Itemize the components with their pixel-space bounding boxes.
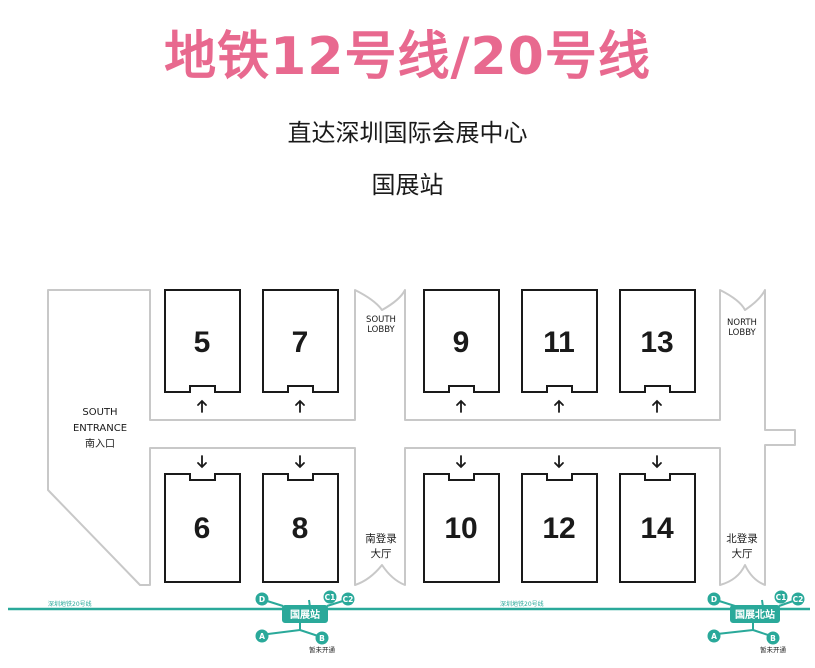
hall-7[interactable]: 7 [262, 289, 339, 393]
station-guozhan[interactable] [255, 590, 355, 645]
exit-label: A [711, 632, 717, 641]
south-entrance-area [47, 289, 796, 586]
arrow-up-icon [456, 399, 466, 413]
exit-label: B [319, 634, 325, 643]
hall-5[interactable]: 5 [164, 289, 241, 393]
exit-a-icon [707, 629, 721, 643]
arrow-down-icon [554, 455, 564, 469]
metro-line: 深圳地铁20号线 深圳地铁20号线 [8, 600, 810, 611]
exit-a-icon [255, 629, 269, 643]
exit-label: D [711, 595, 717, 604]
arrow-down-icon [456, 455, 466, 469]
exit-b-icon [315, 631, 329, 645]
hall-number: 10 [444, 512, 477, 545]
hall-12[interactable]: 12 [521, 473, 598, 583]
south-registration-label-2: 大厅 [371, 547, 392, 560]
hall-9[interactable]: 9 [423, 289, 500, 393]
entry-arrows [197, 399, 662, 469]
arrow-down-icon [197, 455, 207, 469]
south-lobby-label-1: SOUTH [366, 315, 396, 325]
exit-label: C1 [325, 593, 336, 602]
metro-line-label-left: 深圳地铁20号线 [48, 600, 92, 608]
south-registration-label-1: 南登录 [365, 532, 397, 545]
south-entrance-label-3: 南入口 [85, 437, 115, 450]
arrow-up-icon [554, 399, 564, 413]
north-registration-label-2: 大厅 [732, 547, 753, 560]
hall-6[interactable]: 6 [164, 473, 241, 583]
exit-label: C2 [793, 595, 804, 604]
exit-c2-icon [791, 592, 805, 606]
hall-11[interactable]: 11 [521, 289, 598, 393]
hall-10[interactable]: 10 [423, 473, 500, 583]
south-entrance-label-2: ENTRANCE [73, 423, 127, 434]
south-entrance-label-1: SOUTH [82, 407, 117, 418]
station-name: 国展站 [290, 608, 320, 621]
hall-number: 9 [453, 326, 470, 359]
station-note: 暂未开通 [309, 645, 336, 654]
hall-number: 7 [292, 326, 309, 359]
north-registration-label-1: 北登录 [726, 532, 758, 545]
hall-number: 8 [292, 512, 309, 545]
exit-label: A [259, 632, 265, 641]
hall-number: 13 [640, 326, 673, 359]
exit-d-icon [707, 592, 721, 606]
arrow-up-icon [295, 399, 305, 413]
hall-row-south: 6 8 10 12 14 [164, 473, 696, 583]
subtitle-station: 国展站 [371, 171, 444, 199]
hall-number: 12 [542, 512, 575, 545]
exit-c2-icon [341, 592, 355, 606]
exit-label: D [259, 595, 265, 604]
hall-number: 11 [543, 326, 575, 359]
hall-row-north: 5 7 9 11 13 [164, 289, 696, 393]
north-lobby-label-1: NORTH [727, 318, 757, 328]
exit-c1-icon [774, 590, 788, 604]
north-lobby-label-2: LOBBY [728, 328, 756, 338]
hall-14[interactable]: 14 [619, 473, 696, 583]
station-note: 暂未开通 [760, 645, 787, 654]
arrow-up-icon [652, 399, 662, 413]
hall-number: 6 [194, 512, 211, 545]
arrow-down-icon [652, 455, 662, 469]
arrow-up-icon [197, 399, 207, 413]
hall-13[interactable]: 13 [619, 289, 696, 393]
hall-number: 14 [640, 512, 674, 545]
exit-d-icon [255, 592, 269, 606]
arrow-down-icon [295, 455, 305, 469]
station-name: 国展北站 [735, 608, 775, 621]
metro-line-label-middle: 深圳地铁20号线 [500, 600, 544, 608]
hall-8[interactable]: 8 [262, 473, 339, 583]
hall-number: 5 [194, 326, 211, 359]
corridor-outline [47, 289, 796, 586]
exit-b-icon [766, 631, 780, 645]
exit-label: C2 [343, 595, 354, 604]
exit-label: C1 [776, 593, 787, 602]
south-lobby-label-2: LOBBY [367, 325, 395, 335]
exit-label: B [770, 634, 776, 643]
page-title: 地铁12号线/20号线 [164, 27, 651, 87]
station-guozhan-north[interactable] [707, 590, 805, 645]
exit-c1-icon [323, 590, 337, 604]
subtitle-destination: 直达深圳国际会展中心 [287, 119, 528, 147]
